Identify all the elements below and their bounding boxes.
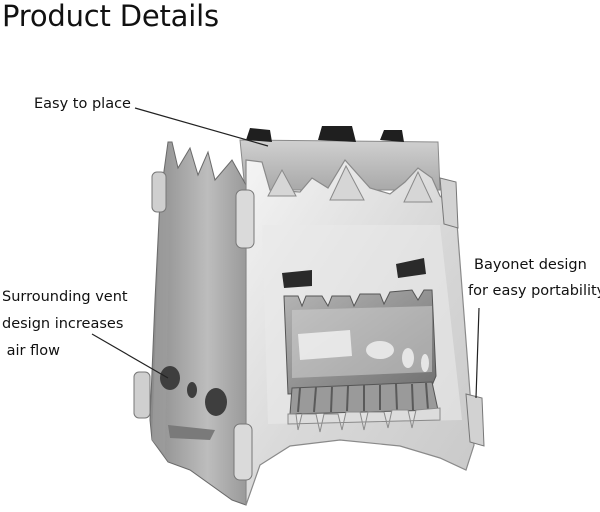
inner-vent-hole-3 — [421, 354, 429, 372]
callout-vent-line-1: Surrounding vent — [2, 289, 128, 305]
front-left-bayonet-bottom — [233, 423, 253, 481]
front-crenel-mid — [329, 164, 365, 201]
callout-leader-lines — [91, 107, 480, 399]
callout-bayonet-line-1: Bayonet design — [474, 257, 587, 273]
left-bayonet-clip-top — [151, 171, 167, 213]
callout-vent-line-3: air flow — [2, 343, 60, 359]
left-vent-hole-2 — [187, 382, 197, 398]
inner-vent-hole-2 — [402, 348, 414, 368]
front-vent-eye-left — [282, 270, 312, 288]
stove-back-panel — [239, 139, 441, 191]
callout-bayonet-design: Bayonet design for easy portability — [468, 252, 600, 304]
callout-bayonet-line-2: for easy portability — [468, 283, 600, 299]
left-vent-hole-3 — [205, 388, 227, 416]
page-title: Product Details — [2, 0, 219, 33]
inner-vent-hole-1 — [366, 341, 394, 359]
left-vent-hole-1 — [160, 366, 180, 390]
grate-bars — [297, 382, 429, 413]
callout-easy-to-place-line-1: Easy to place — [34, 96, 131, 112]
leader-bayonet — [475, 307, 480, 399]
left-bayonet-clip-bottom — [133, 371, 151, 419]
leader-vent — [91, 333, 169, 379]
callout-easy-to-place: Easy to place — [34, 94, 131, 114]
front-crenel-left — [267, 168, 297, 197]
leader-easy-to-place — [134, 107, 269, 147]
front-vent-eye-right — [396, 258, 426, 278]
front-crenel-right — [403, 170, 433, 203]
right-bayonet-bracket-top — [439, 177, 459, 229]
stove-back-teeth — [246, 126, 404, 142]
callout-vent-line-2: design increases — [2, 316, 124, 332]
front-left-bayonet-top — [235, 189, 255, 249]
front-lower-teeth — [287, 407, 441, 433]
callout-surrounding-vent: Surrounding vent design increases air fl… — [2, 284, 128, 365]
right-bayonet-bracket-bottom — [465, 393, 485, 447]
